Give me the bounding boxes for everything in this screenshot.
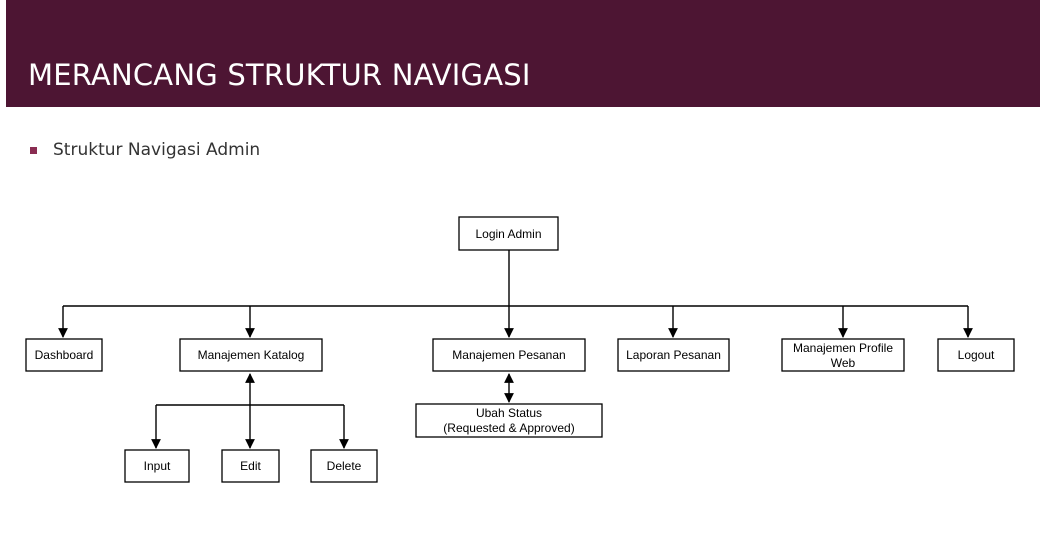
- node-dashboard: [25, 338, 103, 372]
- label-input: Input: [144, 459, 171, 473]
- bullet-item: Struktur Navigasi Admin: [30, 139, 260, 161]
- header-bar: MERANCANG STRUKTUR NAVIGASI: [6, 0, 1040, 107]
- node-logout: [937, 338, 1015, 372]
- label-manajemen-pesanan: Manajemen Pesanan: [452, 348, 565, 362]
- square-bullet-icon: [30, 146, 37, 154]
- label-delete: Delete: [327, 459, 362, 473]
- label-logout: Logout: [958, 348, 995, 362]
- connector-lines: [58, 250, 973, 449]
- label-manajemen-katalog: Manajemen Katalog: [198, 348, 305, 362]
- label-edit: Edit: [240, 459, 261, 473]
- node-delete: [310, 449, 378, 483]
- node-manajemen-pesanan: [432, 338, 586, 372]
- node-manajemen-profile-web: [781, 338, 905, 372]
- node-edit: [221, 449, 280, 483]
- label-laporan-pesanan: Laporan Pesanan: [626, 348, 721, 362]
- bullet-text: Struktur Navigasi Admin: [53, 140, 261, 160]
- label-manajemen-profile: Manajemen Profile: [793, 341, 893, 355]
- page-title: MERANCANG STRUKTUR NAVIGASI: [28, 58, 531, 92]
- label-profile-web: Web: [831, 356, 856, 370]
- label-dashboard: Dashboard: [35, 348, 94, 362]
- node-laporan-pesanan: [617, 338, 730, 372]
- label-requested-approved: (Requested & Approved): [443, 421, 574, 435]
- node-input: [124, 449, 190, 483]
- node-manajemen-katalog: [179, 338, 323, 372]
- node-ubah-status: [415, 403, 603, 438]
- label-login-admin: Login Admin: [475, 227, 541, 241]
- node-login-admin: [458, 216, 559, 251]
- label-ubah-status: Ubah Status: [476, 406, 542, 420]
